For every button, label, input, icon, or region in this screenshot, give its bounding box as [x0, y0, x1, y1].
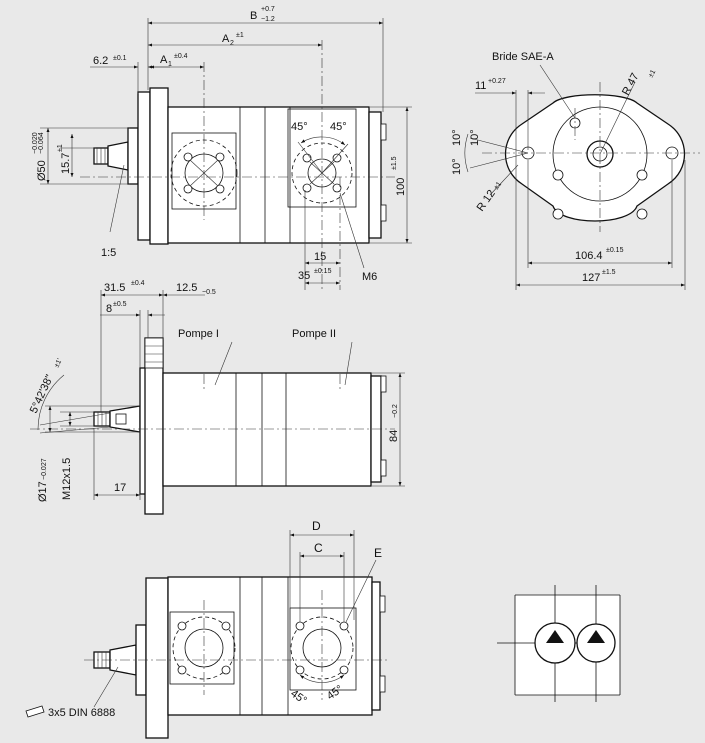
angle-taper-tol: ±1' [53, 358, 63, 369]
pump-1-triangle-icon [546, 630, 564, 643]
side-pump-body [162, 372, 372, 487]
top-shaft-pilot [127, 127, 139, 185]
dim-a1-sub: 1 [168, 61, 172, 68]
dim-84-tol: −0.2 [392, 404, 399, 418]
bottom-view: D C E 45° 45° 3x5 DIN 6888 [25, 519, 390, 739]
bottom-pump-body [167, 576, 373, 716]
dim-a2-sub: 2 [230, 40, 234, 47]
dim-35-tol: ±0.15 [314, 268, 332, 275]
dim-6-2-tol: ±0.1 [113, 55, 127, 62]
dim-b-tol-upper: +0.7 [261, 6, 275, 13]
dim-dia50-tol-lower: −0.064 [38, 132, 45, 154]
dim-dia50-tol-upper: −0.020 [32, 132, 39, 154]
dim-106-4: 106.4 [575, 250, 603, 262]
radius-12: R 12 [475, 188, 498, 214]
dim-35: 35 [298, 270, 310, 282]
top-shaft-taper [107, 141, 129, 171]
top-flange-plate [149, 87, 169, 245]
side-view: Pompe I Pompe II 31.5 ±0.4 12.5 −0.5 8 ±… [28, 280, 405, 515]
dim-31-5-tol: ±0.4 [131, 280, 145, 287]
dim-12-5: 12.5 [176, 282, 197, 294]
flange-label: Bride SAE-A [492, 51, 554, 63]
dim-dia17: Ø17 [37, 481, 49, 502]
dim-100: 100 [395, 178, 407, 196]
dim-c: C [314, 541, 323, 555]
dim-84: 84 [388, 430, 400, 442]
top-end-cover [368, 111, 382, 239]
dim-a2: A [222, 33, 230, 45]
bottom-flange [145, 577, 169, 739]
dim-a1-tol: ±0.4 [174, 53, 188, 60]
angle-10-a: 10° [451, 129, 463, 146]
dim-6-2: 6.2 [93, 55, 108, 67]
dim-8: 8 [106, 303, 112, 315]
dim-dia50: Ø50 [36, 160, 48, 181]
angle-45-left: 45° [291, 121, 308, 133]
dim-a1: A [160, 54, 168, 66]
angle-45-right: 45° [330, 121, 347, 133]
dim-15: 15 [314, 251, 326, 263]
dim-b-tol-lower: −1.2 [261, 16, 275, 23]
dim-15-7: 15.7 [60, 153, 72, 174]
top-flange [137, 91, 151, 241]
radius-12-tol: ±1 [493, 181, 503, 191]
dim-17: 17 [114, 482, 126, 494]
dim-127: 127 [582, 272, 600, 284]
dim-100-tol: ±1.5 [391, 156, 398, 170]
angle-10-b: 10° [451, 158, 463, 175]
thread-m12: M12x1.5 [61, 458, 73, 500]
dim-8-tol: ±0.5 [113, 301, 127, 308]
angle-10-c: 10° [469, 129, 481, 146]
pump-1-label: Pompe I [178, 328, 219, 340]
thread-m6: M6 [362, 271, 377, 283]
dim-b: B [250, 10, 257, 22]
side-shaft-taper [109, 405, 141, 433]
dim-15-7-tol: ±1 [57, 144, 64, 152]
pump-2-triangle-icon [587, 630, 605, 643]
top-view: B +0.7 −1.2 A 2 ±1 A 1 ±0.4 6.2 ±0.1 Ø50… [32, 6, 412, 290]
dim-31-5: 31.5 [104, 282, 125, 294]
pump-2-label: Pompe II [292, 328, 336, 340]
radius-47-tol: ±1 [648, 69, 658, 79]
hydraulic-symbol [497, 585, 621, 702]
dim-12-5-tol: −0.5 [202, 289, 216, 296]
taper-ratio: 1:5 [101, 247, 116, 259]
dim-dia17-tol: −0.027 [41, 458, 48, 480]
label-e: E [374, 546, 382, 560]
dim-11-tol: +0.27 [488, 78, 506, 85]
dim-11: 11 [475, 80, 486, 92]
dim-106-4-tol: ±0.15 [606, 247, 624, 254]
dim-a2-tol: ±1 [236, 32, 244, 39]
key-note: 3x5 DIN 6888 [48, 707, 115, 719]
dim-127-tol: ±1.5 [602, 269, 616, 276]
angle-taper: 5°42'38" [28, 373, 56, 415]
radius-47: R 47 [620, 71, 642, 97]
key-symbol-icon [25, 705, 45, 718]
flange-view: Bride SAE-A 11 +0.27 R 47 ±1 10° 10° 10°… [451, 51, 700, 290]
dim-d: D [312, 519, 321, 533]
